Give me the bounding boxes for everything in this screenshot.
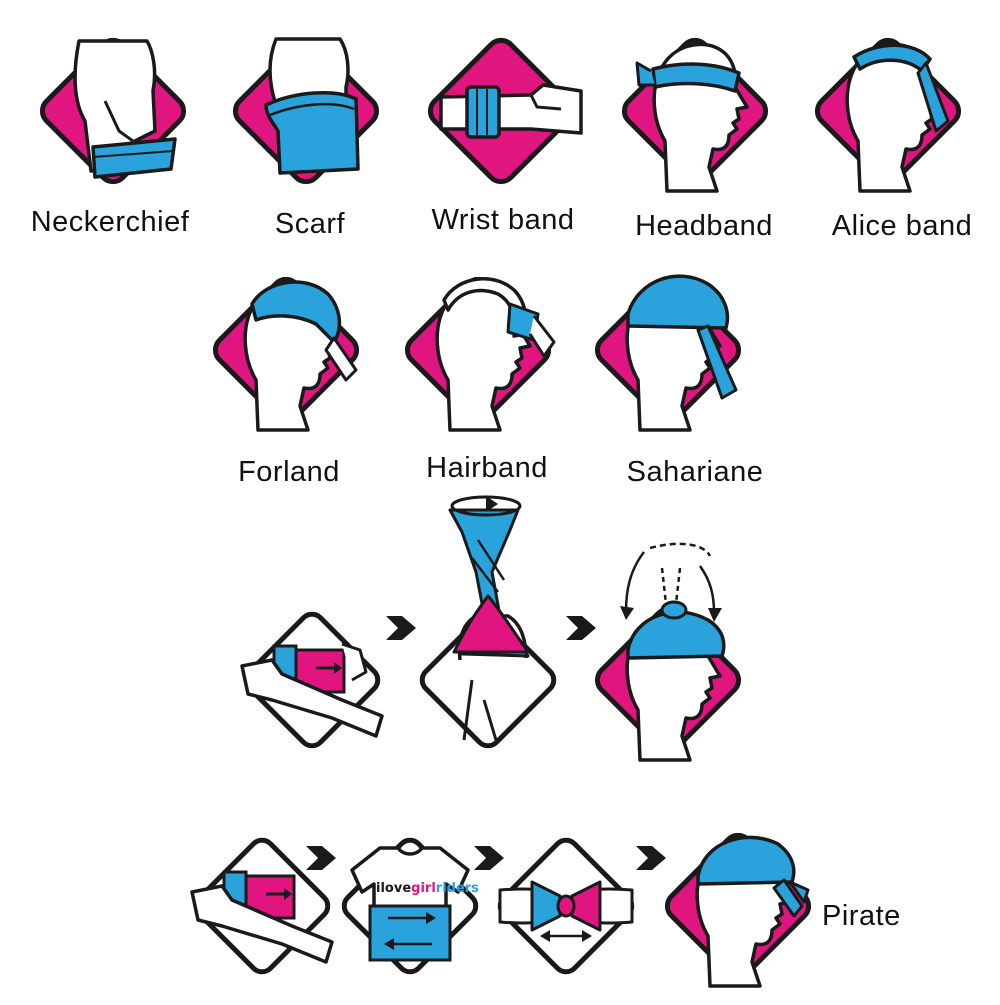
- label-hairband: Hairband: [426, 452, 548, 484]
- twist-step-icon: [417, 508, 558, 751]
- chevron-right-icon: [474, 846, 504, 870]
- rotate-arrow-icon: [450, 495, 522, 517]
- pirate-tshirt-step-icon: ilovegirlriders: [339, 835, 480, 976]
- hairband-icon: [402, 274, 555, 432]
- label-neckerchief: Neckerchief: [30, 206, 190, 238]
- label-alice-band: Alice band: [831, 210, 973, 242]
- tie-knot-step-icon: [592, 600, 745, 762]
- fold-step-icon: [241, 609, 382, 750]
- pirate-icon: [662, 830, 815, 988]
- label-scarf: Scarf: [274, 208, 346, 240]
- curved-arrows-icon: [620, 542, 722, 622]
- forland-icon: [210, 274, 363, 432]
- label-pirate: Pirate: [822, 900, 901, 932]
- chevron-right-icon: [566, 616, 596, 640]
- label-headband: Headband: [635, 210, 773, 242]
- scarf-icon: [230, 35, 383, 188]
- wrist-band-icon: [425, 35, 583, 188]
- pirate-twist-step-icon: [495, 835, 636, 976]
- alice-band-icon: [812, 35, 965, 193]
- label-wrist-band: Wrist band: [431, 204, 575, 236]
- sahariane-icon: [592, 274, 745, 432]
- headband-icon: [619, 35, 772, 193]
- chevron-right-icon: [636, 846, 666, 870]
- chevron-right-icon: [386, 616, 416, 640]
- label-forland: Forland: [238, 456, 340, 488]
- chevron-right-icon: [306, 846, 336, 870]
- label-sahariane: Sahariane: [626, 456, 764, 488]
- neckerchief-icon: [37, 35, 190, 188]
- pirate-fold-step-icon: [191, 835, 332, 976]
- tshirt-logo-text: ilovegirlriders: [376, 881, 479, 896]
